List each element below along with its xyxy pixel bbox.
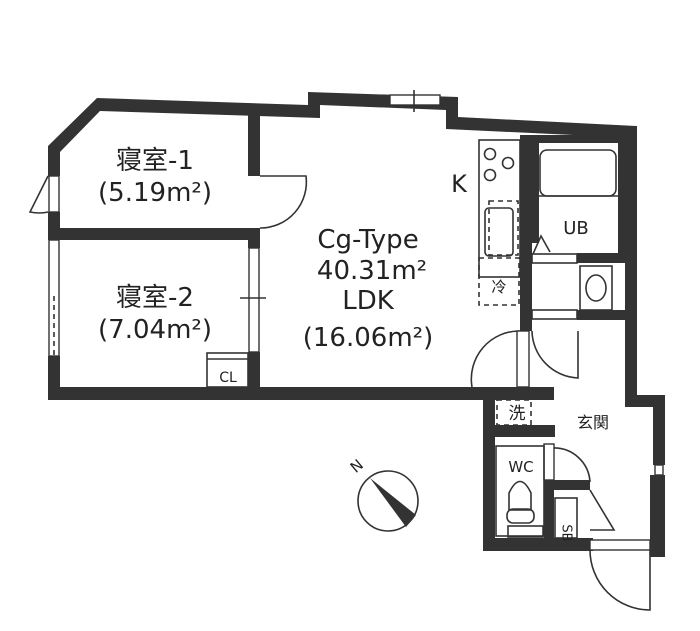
north-arrow-icon bbox=[370, 478, 416, 527]
bedroom2-name: 寝室-2 bbox=[116, 283, 194, 313]
doors bbox=[28, 175, 651, 611]
walls bbox=[48, 92, 665, 557]
washer-label: 洗 bbox=[509, 404, 526, 424]
fixtures bbox=[206, 139, 618, 539]
room-labels: 寝室-1 (5.19m²) 寝室-2 (7.04m²) CL Cg-Type 4… bbox=[98, 146, 609, 542]
ldk-name: LDK bbox=[342, 286, 395, 316]
type-name: Cg-Type bbox=[317, 225, 418, 255]
total-area: 40.31m² bbox=[317, 256, 427, 286]
shoe-box-label: SB bbox=[559, 524, 574, 541]
compass: N bbox=[347, 456, 419, 532]
north-label: N bbox=[347, 456, 367, 477]
toilet-label: WC bbox=[508, 458, 533, 476]
closet-label: CL bbox=[219, 370, 237, 386]
kitchen-label: K bbox=[451, 170, 468, 198]
unit-bath-label: UB bbox=[563, 218, 589, 239]
refrigerator-label: 冷 bbox=[491, 278, 506, 296]
windows bbox=[48, 90, 664, 476]
bedroom2-area: (7.04m²) bbox=[98, 315, 212, 345]
bedroom1-area: (5.19m²) bbox=[98, 178, 212, 208]
entrance-label: 玄関 bbox=[577, 413, 609, 432]
bedroom1-name: 寝室-1 bbox=[116, 146, 194, 176]
ldk-area: (16.06m²) bbox=[303, 323, 433, 353]
